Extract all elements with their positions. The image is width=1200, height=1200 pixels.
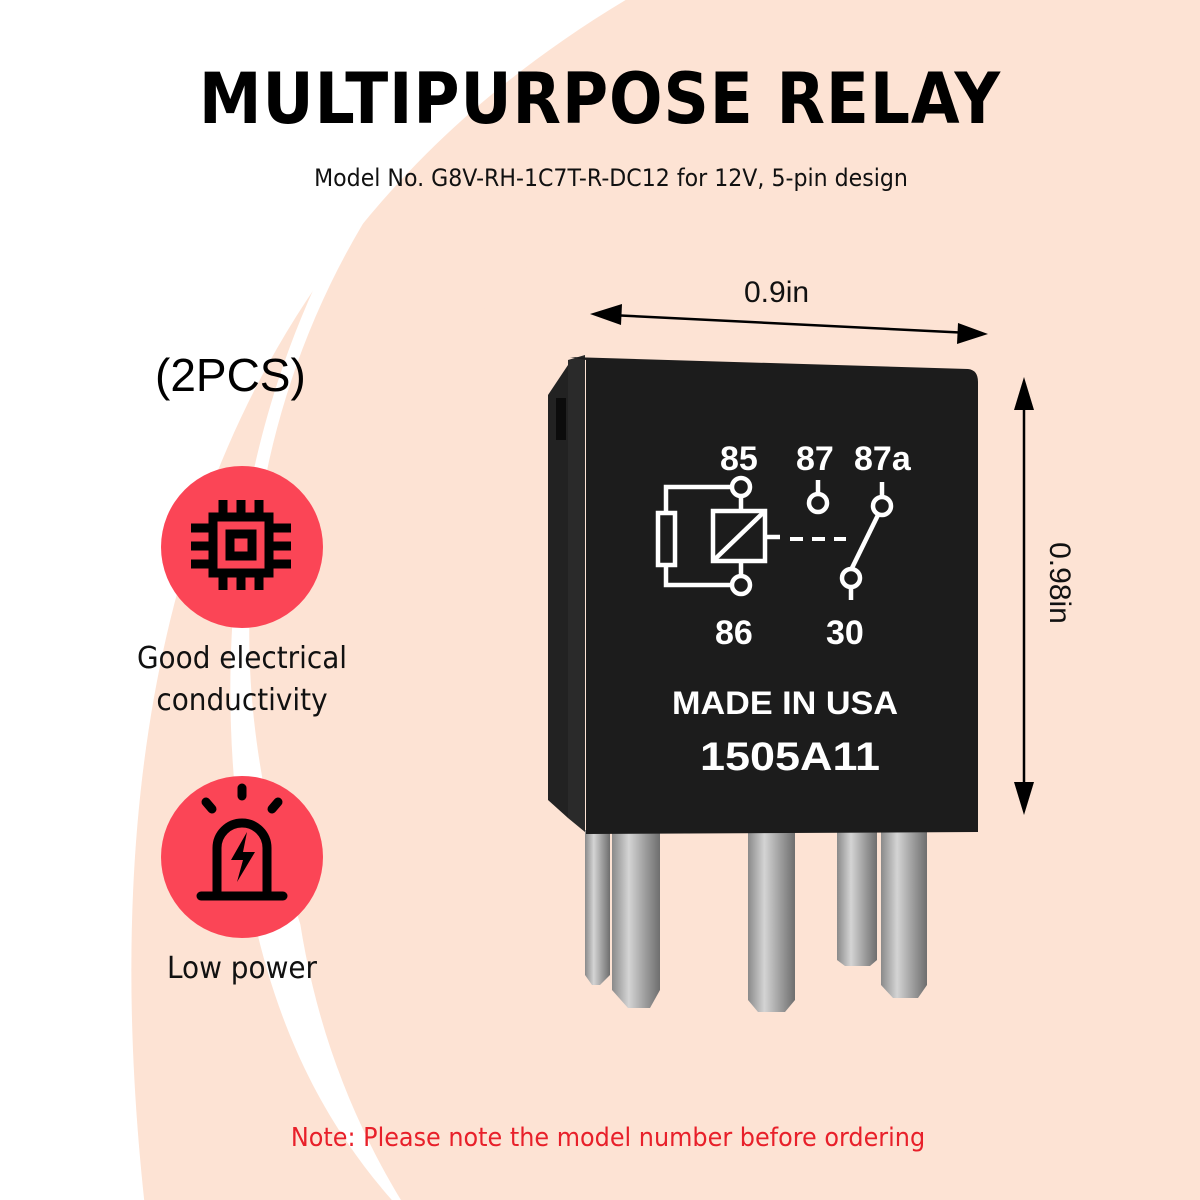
pin: [748, 830, 795, 1012]
feature-conductivity: Good electrical conductivity: [92, 466, 392, 722]
pin: [612, 830, 660, 1008]
height-dimension-arrow: [1014, 377, 1034, 815]
feature-label: Low power: [166, 951, 318, 986]
pin-label-87a: 87a: [854, 440, 912, 478]
feature-icon-circle: [161, 466, 323, 628]
feature-icon-circle: [161, 776, 323, 938]
height-dimension-label: 0.98in: [1042, 542, 1076, 624]
relay-origin-text: MADE IN USA: [672, 685, 898, 721]
pin-label-86: 86: [715, 614, 753, 652]
ordering-note: Note: Please note the model number befor…: [290, 1123, 926, 1153]
background-inner-white-arc: [230, 0, 560, 1200]
feature-label: Good electrical conductivity: [136, 641, 348, 718]
siren-bolt-icon: [196, 783, 288, 901]
model-subtitle: Model No. G8V-RH-1C7T-R-DC12 for 12V, 5-…: [314, 164, 908, 192]
relay-pins: [585, 828, 927, 1012]
pin: [881, 828, 927, 998]
pin-label-30: 30: [826, 614, 864, 652]
pin: [837, 828, 877, 966]
chip-icon: [191, 500, 291, 590]
page-title: MULTIPURPOSE RELAY: [198, 58, 1002, 140]
feature-low-power: Low power: [92, 776, 392, 990]
pin-label-87: 87: [796, 440, 834, 478]
width-dimension-label: 0.9in: [744, 276, 810, 309]
pin: [585, 830, 610, 985]
quantity-label: (2PCS): [155, 349, 306, 401]
relay-schematic: [655, 475, 894, 600]
pin-label-85: 85: [720, 440, 758, 478]
relay-body: [548, 355, 978, 834]
relay-code-text: 1505A11: [700, 735, 880, 779]
width-dimension-arrow: [590, 304, 988, 344]
